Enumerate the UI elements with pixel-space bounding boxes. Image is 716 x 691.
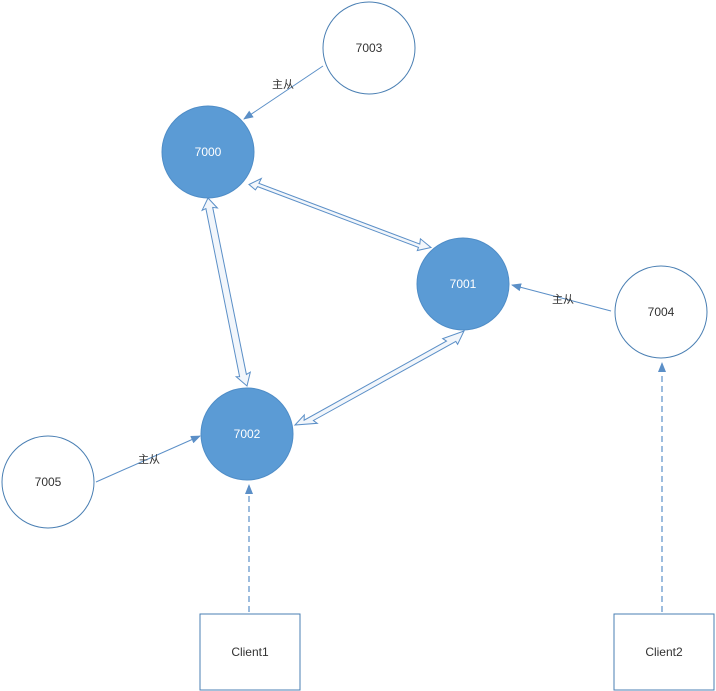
node-label-7001: 7001: [450, 277, 477, 291]
edge-label-7004: 主从: [552, 293, 574, 306]
node-7004[interactable]: 7004: [614, 265, 708, 359]
node-label-7003: 7003: [356, 41, 383, 55]
link-7001-7002: [293, 330, 465, 426]
client2-label: Client2: [645, 645, 683, 659]
edge-7004-to-7001: [511, 283, 612, 312]
edge-7005-to-7002: [95, 435, 201, 483]
node-7002[interactable]: 7002: [200, 387, 294, 481]
node-7001[interactable]: 7001: [416, 237, 510, 331]
node-7003[interactable]: 7003: [322, 1, 416, 95]
client1-label: Client1: [231, 645, 269, 659]
client2-box[interactable]: Client2: [613, 613, 715, 691]
client1-box[interactable]: Client1: [199, 613, 301, 691]
edge-label-7005: 主从: [138, 453, 160, 466]
node-label-7002: 7002: [234, 427, 261, 441]
node-7000[interactable]: 7000: [161, 105, 255, 199]
link-7000-7002: [201, 197, 252, 387]
edge-7003-to-7000: [243, 65, 324, 120]
node-7005[interactable]: 7005: [1, 435, 95, 529]
node-label-7000: 7000: [195, 145, 222, 159]
edge-label-7003: 主从: [272, 78, 294, 91]
node-label-7004: 7004: [648, 305, 675, 319]
link-7000-7001: [248, 177, 433, 252]
node-label-7005: 7005: [35, 475, 62, 489]
